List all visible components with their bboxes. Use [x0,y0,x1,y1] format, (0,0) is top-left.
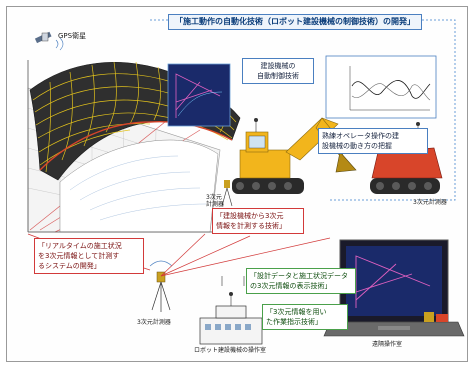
monitor-panel-left [167,63,231,127]
tripod-scanner-icon [221,180,233,207]
measuring-device-center-label: 3次元 計測器 [206,194,225,208]
monitor-panel-chart [325,55,437,119]
auto-control-box: 建設機械の 自動制御技術 [242,58,314,84]
robot-station-label: ロボット建設機械の操作室 [194,347,267,354]
realtime-3d-box: 「リアルタイムの施工状況 を3次元情報として計測す るシステムの開発」 [34,238,144,274]
laser-lines [160,233,331,277]
building-icon [199,292,263,345]
measuring-device-right-label: 3次元計測器 [413,199,447,206]
tripod-scanner-icon-bottom [149,260,173,312]
design-vs-construction-box: 「設計データと施工状況データ の3次元情報の表示技術」 [246,268,356,294]
pc-caption-label: 遠隔操作室 [372,341,403,348]
laptop-icon [323,239,465,337]
operator-modeling-box: 熟練オペレータ操作の建 設機械の動き方の把握 [318,128,428,154]
slope-surface [59,139,219,233]
machine-3d-box: 「建設機械から3次元 情報を計測する技術」 [212,208,304,234]
page-title: 「施工動作の自動化技術（ロボット建設機械の制御技術）の開発」 [168,14,422,30]
gps-satellite-icon [34,31,64,51]
3d-utilization-box: 「3次元情報を用い た作業指示技術」 [262,304,348,330]
axes [27,60,225,233]
measuring-device-bottom-label: 3次元計測器 [137,319,171,326]
antenna-icon [221,276,245,286]
gps-label: GPS衛星 [58,32,87,40]
